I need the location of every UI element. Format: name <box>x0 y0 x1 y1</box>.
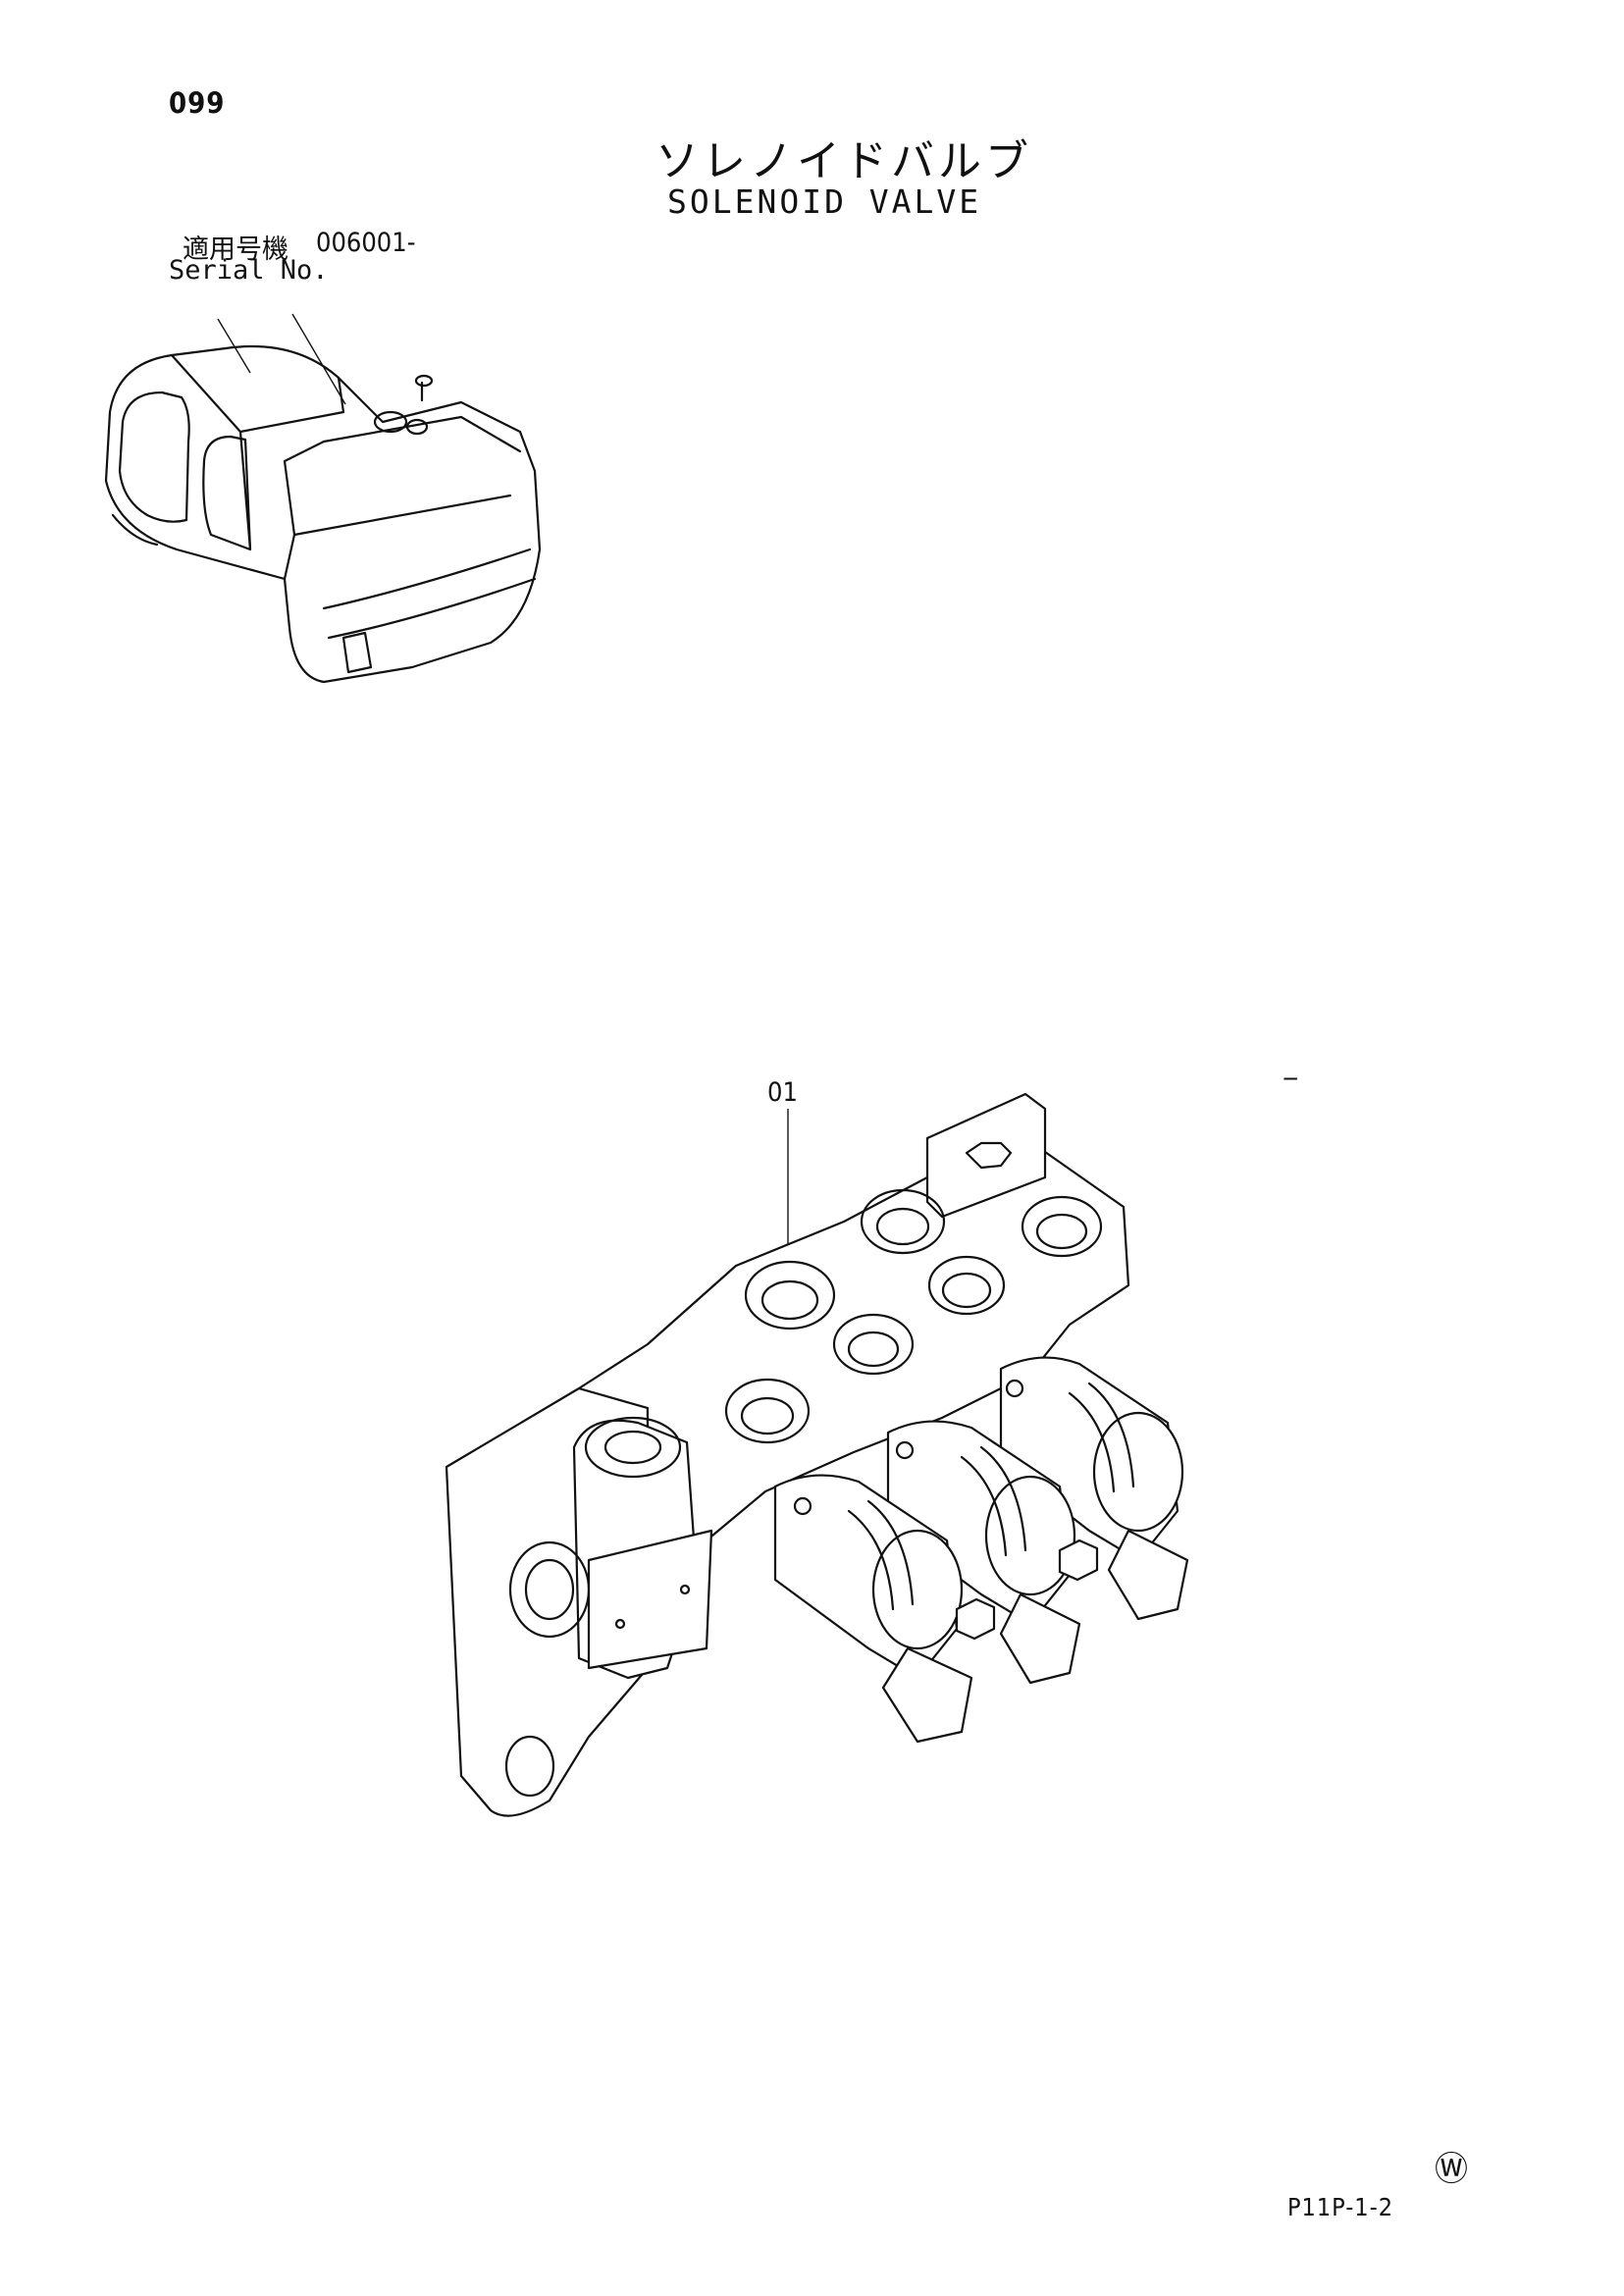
nut-icon <box>1058 1539 1099 1582</box>
title-english: SOLENOID VALVE <box>667 183 982 221</box>
ports <box>724 1188 1103 1444</box>
serial-label-japanese: 適用号機 <box>183 235 288 265</box>
nut-icon <box>955 1597 996 1641</box>
part-callout-label: 01 <box>767 1077 798 1108</box>
hex-plug-icon <box>965 1141 1013 1170</box>
title-japanese: ソレノイドバルブ <box>655 136 1032 186</box>
serial-label-english: Serial No. <box>169 255 329 286</box>
drawing-code: P11P-1-2 <box>1287 2193 1394 2221</box>
circled-w-mark: Ⓦ <box>1435 2150 1468 2189</box>
top-block <box>925 1092 1047 1219</box>
mounting-hole <box>504 1735 555 1798</box>
bracket-plate <box>587 1529 713 1670</box>
dash-mark: − <box>1282 1065 1300 1092</box>
serial-range: 006001- <box>316 228 416 258</box>
solenoid-coils <box>773 1356 1189 1744</box>
page-number: 099 <box>169 86 226 120</box>
